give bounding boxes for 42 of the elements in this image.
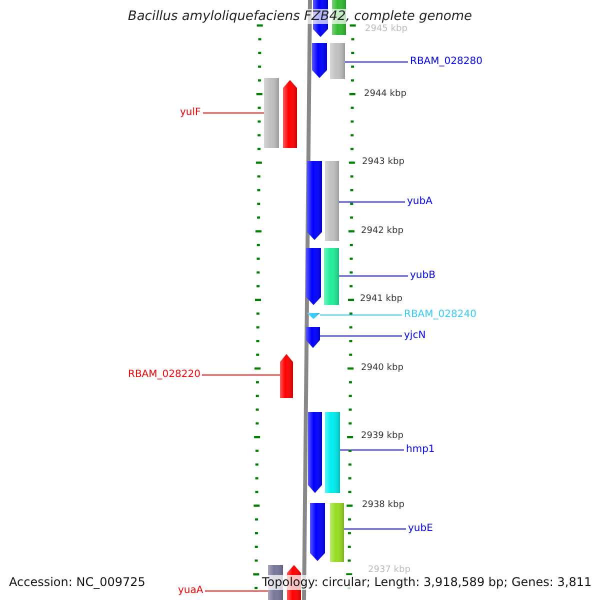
feature-bar [330, 43, 345, 79]
leader-line [204, 590, 268, 592]
gene-block [312, 43, 327, 78]
tick-label: 2942 kbp [361, 226, 404, 237]
gene-block [306, 327, 320, 348]
tick-label: 2945 kbp [365, 24, 408, 35]
gene-block [307, 161, 322, 240]
gene-block [308, 412, 322, 493]
gene-label: yulF [180, 107, 201, 119]
gene-block [283, 80, 297, 148]
feature-bar [264, 78, 279, 148]
tick-label: 2943 kbp [362, 157, 404, 168]
title: Bacillus amyloliquefaciens FZB42, complete genome [128, 9, 472, 24]
gene-label: RBAM_028240 [404, 309, 476, 321]
accession-text: Accession: NC_009725 [9, 575, 146, 590]
leader-line [202, 112, 264, 114]
tick-label: 2941 kbp [360, 294, 402, 305]
gene-block [280, 354, 293, 398]
feature-bar [324, 248, 339, 305]
gene-label: yuaA [178, 585, 204, 597]
tick-label: 2937 kbp [368, 565, 410, 576]
leader-line [320, 314, 402, 316]
feature-bar [330, 503, 344, 562]
gene-label: RBAM_028280 [410, 56, 482, 68]
tick-label: 2944 kbp [364, 89, 406, 100]
leader-line [202, 374, 280, 376]
gene-block [307, 313, 320, 319]
gene-label: yubB [410, 270, 436, 282]
gene-label: yubE [408, 523, 433, 535]
leader-line [344, 528, 406, 530]
tick-label: 2938 kbp [362, 500, 404, 511]
tick-label: 2939 kbp [361, 431, 404, 442]
gene-label: RBAM_028220 [128, 369, 200, 381]
gene-block [306, 248, 321, 305]
gene-block [310, 503, 325, 561]
tick-label: 2940 kbp [361, 363, 404, 374]
feature-bar [325, 412, 340, 493]
gene-label: hmp1 [406, 444, 435, 456]
gene-label: yubA [407, 196, 432, 208]
gene-label: yjcN [404, 330, 426, 342]
feature-bar [325, 161, 339, 241]
genome-stats-text: Topology: circular; Length: 3,918,589 bp; Genes: 3,811 [262, 575, 592, 590]
